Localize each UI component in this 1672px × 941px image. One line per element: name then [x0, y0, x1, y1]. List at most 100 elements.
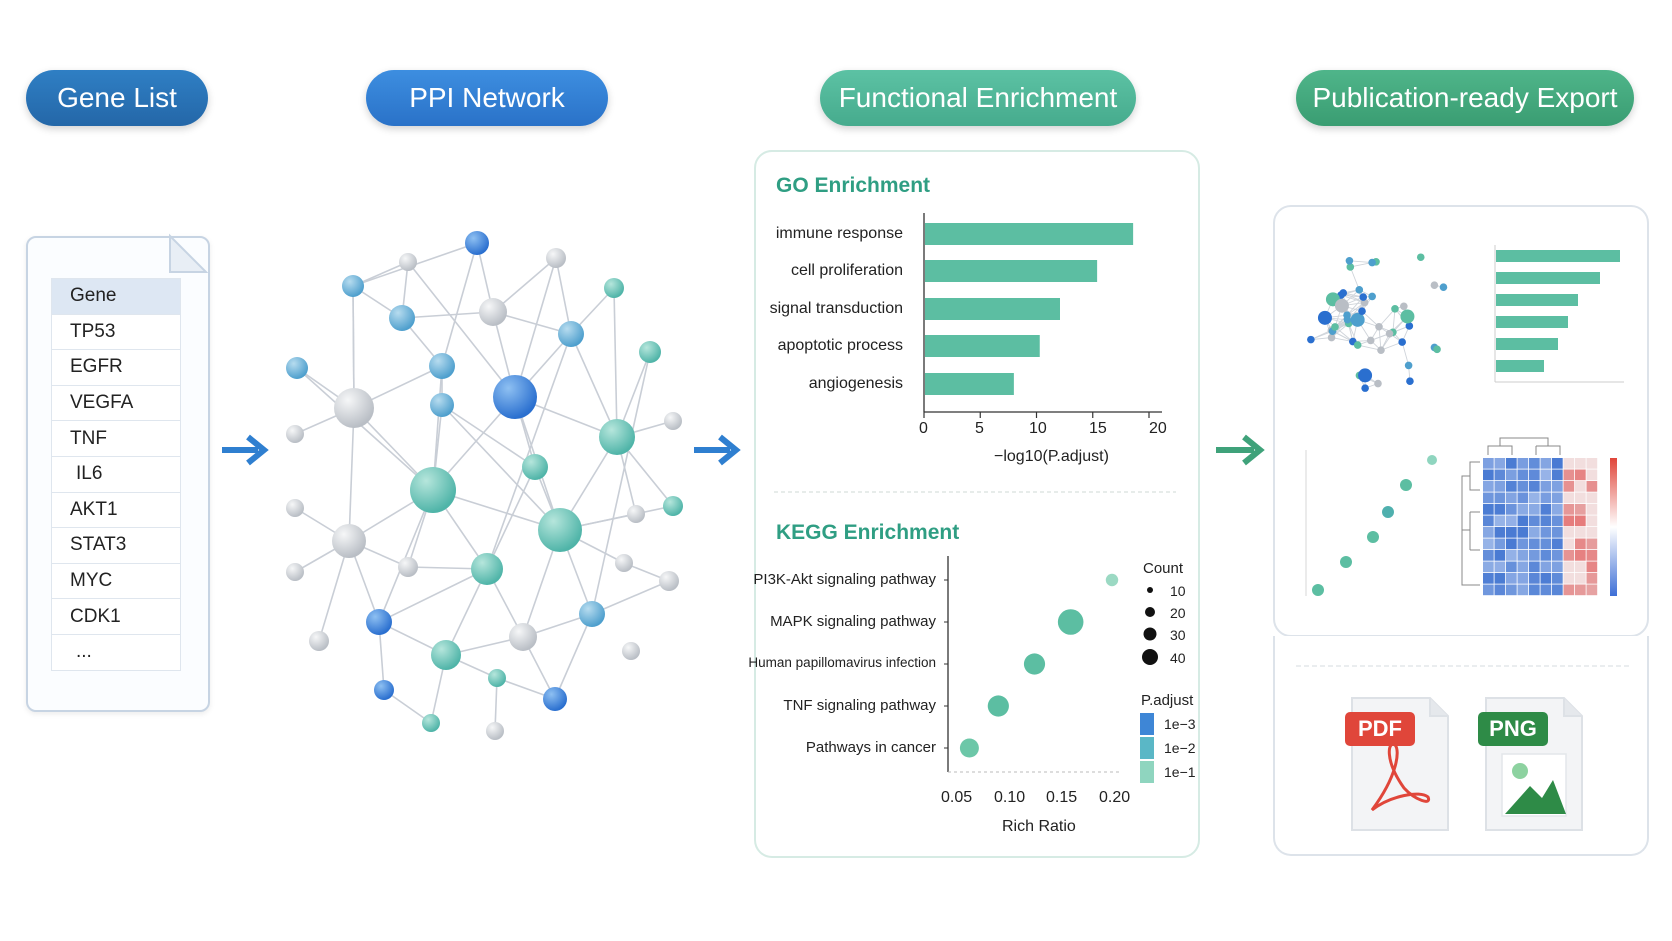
go-x-tick: 10	[1029, 420, 1047, 437]
mini-network-node	[1317, 310, 1332, 325]
kegg-category-label: MAPK signaling pathway	[770, 613, 936, 630]
gene-row: EGFR	[51, 349, 181, 386]
network-node	[430, 393, 454, 417]
mini-network-node	[1350, 312, 1365, 327]
heatmap-cell	[1517, 527, 1529, 538]
heatmap-cell	[1540, 573, 1552, 584]
heatmap-cell	[1575, 527, 1586, 538]
heatmap-cell	[1540, 584, 1552, 596]
heatmap-cell	[1540, 492, 1552, 504]
mini-network-edge	[1357, 344, 1382, 351]
mini-network-edge	[1378, 326, 1382, 351]
legend-padj-1e-3	[1140, 713, 1154, 735]
mini-network-node	[1355, 286, 1364, 294]
network-node	[399, 253, 417, 271]
heatmap-cell	[1494, 469, 1506, 481]
kegg-dot	[959, 738, 979, 758]
heatmap-cell	[1540, 458, 1552, 469]
network-edge	[514, 257, 557, 398]
network-node	[334, 388, 374, 428]
heatmap-cell	[1483, 469, 1494, 481]
heatmap-cell	[1563, 515, 1575, 527]
kegg-x-tick: 0.05	[941, 789, 973, 806]
heatmap-cell	[1586, 584, 1598, 596]
mini-network-edge	[1361, 310, 1380, 328]
heatmap-cell	[1563, 527, 1575, 538]
mini-network-node	[1404, 361, 1413, 370]
kegg-enrichment-title: KEGG Enrichment	[776, 521, 960, 544]
heatmap-cell	[1494, 515, 1506, 527]
heatmap-cell	[1506, 538, 1517, 550]
legend-count-value: 40	[1170, 650, 1186, 666]
legend-count-10	[1147, 587, 1153, 593]
gene-table-header: Gene	[51, 278, 181, 315]
network-node	[471, 553, 503, 585]
heatmap-cell	[1494, 584, 1506, 596]
network-node	[522, 454, 548, 480]
mini-network-node	[1358, 368, 1373, 383]
heatmap-cell	[1494, 527, 1506, 538]
go-bar	[925, 223, 1134, 245]
network-node	[599, 419, 635, 455]
go-x-tick: 0	[919, 420, 928, 437]
mini-network-node	[1343, 315, 1352, 324]
mini-network-edge	[1392, 308, 1396, 333]
network-node	[488, 669, 506, 687]
heatmap-cell	[1506, 492, 1517, 504]
png-badge: PNG	[1478, 712, 1548, 746]
mini-network-node	[1339, 289, 1348, 297]
mini-network-node	[1385, 329, 1394, 338]
arrow-right-icon	[222, 434, 269, 466]
heatmap-cell	[1552, 504, 1563, 515]
network-edge	[613, 287, 618, 438]
network-edge	[441, 242, 478, 367]
kegg-x-tick: 0.10	[994, 789, 1026, 806]
heatmap-cell	[1575, 573, 1586, 584]
network-node	[374, 680, 394, 700]
heatmap-cell	[1506, 584, 1517, 596]
heatmap-cell	[1586, 538, 1598, 550]
heatmap-cell	[1575, 561, 1586, 573]
kegg-dot	[1105, 573, 1119, 587]
mini-network-node	[1345, 256, 1354, 265]
legend-padj-1e-2	[1140, 737, 1154, 759]
network-node	[659, 571, 679, 591]
heatmap-cell	[1483, 561, 1494, 573]
network-edge	[318, 540, 350, 642]
network-edge	[352, 285, 355, 409]
mini-network-node	[1307, 335, 1315, 344]
heatmap-cell	[1529, 515, 1540, 527]
network-edge	[441, 404, 561, 531]
go-category-label: signal transduction	[769, 300, 903, 317]
network-node	[286, 425, 304, 443]
heatmap-cell	[1529, 550, 1540, 561]
mini-network-edge	[1401, 341, 1410, 366]
network-node	[538, 508, 582, 552]
mini-network-node	[1331, 323, 1339, 331]
network-node	[398, 557, 418, 577]
kegg-x-tick: 0.20	[1099, 789, 1131, 806]
heatmap-cell	[1529, 527, 1540, 538]
heatmap-cell	[1483, 492, 1494, 504]
kegg-dot	[1057, 609, 1084, 635]
go-x-axis-title: −log10(P.adjust)	[994, 448, 1109, 465]
heatmap-cell	[1563, 561, 1575, 573]
heatmap-cell	[1575, 492, 1586, 504]
heatmap-cell	[1586, 527, 1598, 538]
heatmap-cell	[1506, 573, 1517, 584]
heatmap-cell	[1506, 469, 1517, 481]
heatmap-cell	[1586, 492, 1598, 504]
network-node	[558, 321, 584, 347]
legend-padj-value: 1e−1	[1164, 764, 1196, 780]
heatmap-cell	[1517, 481, 1529, 492]
heatmap-cell	[1586, 573, 1598, 584]
network-edge	[378, 568, 488, 623]
gene-row: IL6	[51, 455, 181, 493]
heatmap-cell	[1586, 561, 1598, 573]
export-files-panel	[1273, 636, 1649, 856]
network-node	[604, 278, 624, 298]
network-node	[615, 554, 633, 572]
heatmap-cell	[1586, 469, 1598, 481]
arrow-right-icon	[1216, 434, 1265, 466]
